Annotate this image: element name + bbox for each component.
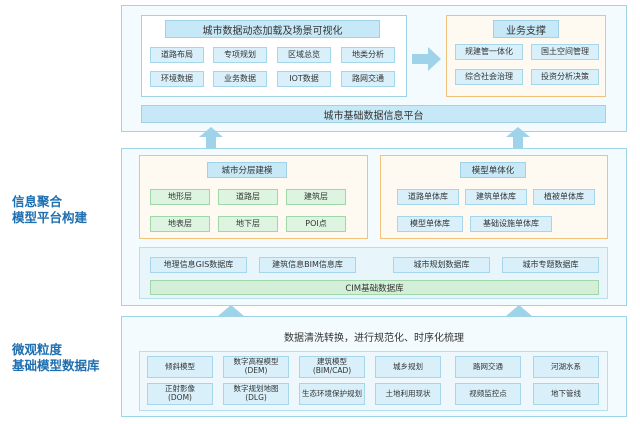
item-planning-integration: 规建管一体化 — [455, 44, 523, 60]
item-iot-data: IOT数据 — [277, 71, 331, 87]
item-environment-data: 环境数据 — [150, 71, 204, 87]
item-gis-database: 地理信息GIS数据库 — [150, 257, 247, 273]
item-urban-planning-database: 城市规划数据库 — [393, 257, 490, 273]
side-label-base-model-database: 基础模型数据库 — [12, 358, 100, 373]
item-vegetation-unit-lib: 植被单体库 — [533, 189, 595, 205]
right-arrow-icon — [412, 47, 441, 71]
item-eco-protection-plan: 生态环境保护规划 — [299, 383, 365, 405]
item-underground-pipeline: 地下管线 — [533, 383, 599, 405]
item-dem: 数字高程模型 (DEM) — [223, 356, 289, 378]
item-terrain-layer: 地形层 — [150, 189, 210, 205]
item-urban-rural-planning: 城乡规划 — [375, 356, 441, 378]
item-road-layer: 道路层 — [218, 189, 278, 205]
model-singularization-title: 模型单体化 — [460, 162, 526, 178]
process-text: 数据清洗转换，进行规范化、时序化梳理 — [284, 333, 464, 344]
item-video-monitoring: 视频监控点 — [455, 383, 521, 405]
side-label-model-platform: 模型平台构建 — [12, 210, 88, 225]
item-region-overview: 区域总览 — [277, 47, 331, 63]
up-arrow-icon — [199, 127, 223, 149]
item-underground-layer: 地下层 — [218, 216, 278, 232]
cim-database-bar: CIM基础数据库 — [150, 280, 599, 295]
item-model-unit-lib: 模型单体库 — [397, 216, 463, 232]
item-urban-topic-database: 城市专题数据库 — [502, 257, 599, 273]
visualization-title: 城市数据动态加载及场景可视化 — [165, 20, 380, 38]
business-support-title: 业务支撑 — [493, 20, 559, 38]
side-label-micro-granularity: 微观粒度 — [12, 342, 63, 357]
item-building-layer: 建筑层 — [286, 189, 346, 205]
platform-bar: 城市基础数据信息平台 — [141, 105, 606, 123]
item-road-traffic: 路网交通 — [341, 71, 395, 87]
side-label-info-aggregation: 信息聚合 — [12, 194, 63, 209]
item-land-class: 地类分析 — [341, 47, 395, 63]
item-rivers-lakes: 河湖水系 — [533, 356, 599, 378]
item-road-network: 路网交通 — [455, 356, 521, 378]
item-land-use-status: 土地利用现状 — [375, 383, 441, 405]
item-road-layout: 道路布局 — [150, 47, 204, 63]
item-building-unit-lib: 建筑单体库 — [465, 189, 527, 205]
layer-modeling-title: 城市分层建模 — [207, 162, 287, 178]
item-social-governance: 综合社会治理 — [455, 69, 523, 85]
item-poi: POI点 — [286, 216, 346, 232]
item-business-data: 业务数据 — [213, 71, 267, 87]
item-dom: 正射影像 (DOM) — [147, 383, 213, 405]
item-dlg: 数字规划地图 (DLG) — [223, 383, 289, 405]
item-infrastructure-unit-lib: 基础设施单体库 — [470, 216, 552, 232]
item-investment-analysis: 投资分析决策 — [531, 69, 599, 85]
item-road-unit-lib: 道路单体库 — [397, 189, 459, 205]
up-arrow-icon — [506, 127, 530, 149]
item-special-plan: 专项规划 — [213, 47, 267, 63]
item-bim-cad: 建筑模型 (BIM/CAD) — [299, 356, 365, 378]
item-oblique-model: 倾斜模型 — [147, 356, 213, 378]
source-data-box — [139, 351, 608, 411]
item-territory-management: 国土空间管理 — [531, 44, 599, 60]
item-bim-database: 建筑信息BIM信息库 — [259, 257, 356, 273]
item-surface-layer: 地表层 — [150, 216, 210, 232]
